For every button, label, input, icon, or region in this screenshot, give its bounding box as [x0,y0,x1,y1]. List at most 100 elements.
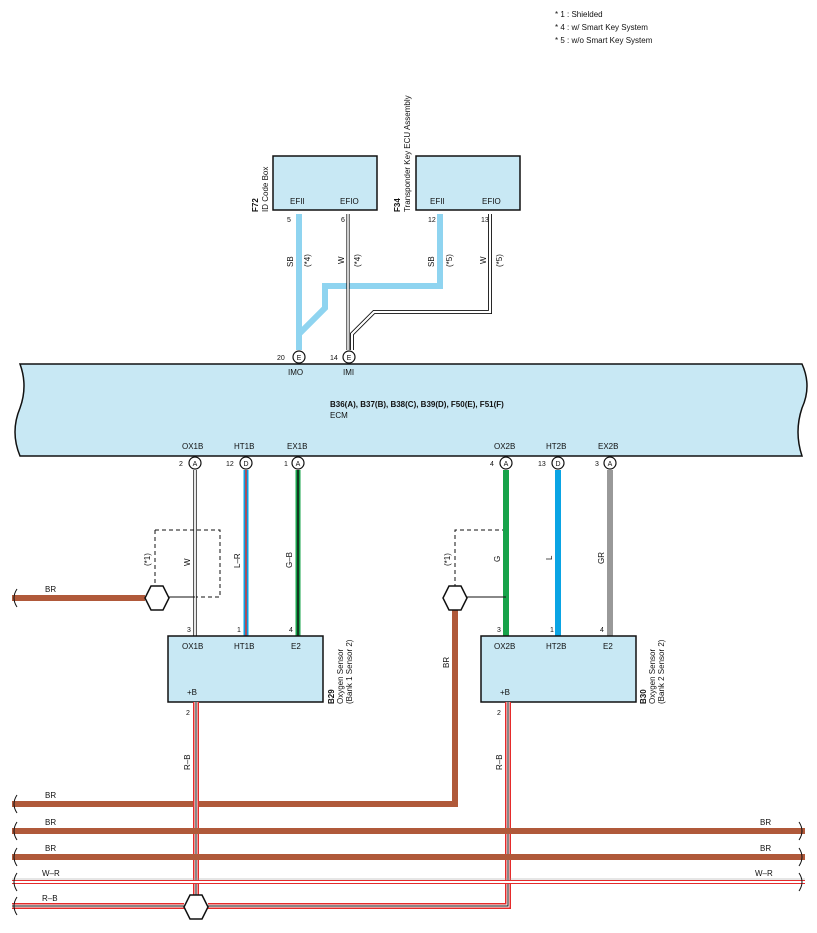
harness-line-2-right: BR [760,844,771,853]
wire-label-b29-gb: G–B [285,552,294,568]
b29-pin-b: +B [187,688,197,697]
wire-label-sb-f34: SB [427,256,436,267]
b29-pin-3: 3 [187,627,191,634]
splice-b29-ground [144,585,170,611]
b29-pin-2: 2 [186,710,190,717]
wire-label-b30-gr: GR [597,552,606,564]
ecm-pin-ht1b-conn: D [243,461,248,468]
b29-pin-e2: E2 [291,642,301,651]
wire-sb-f34 [296,214,443,350]
ecm-connectors: B36(A), B37(B), B38(C), B39(D), F50(E), … [330,400,504,409]
b30-pin-4: 4 [600,627,604,634]
wire-label-w-f72: W [337,256,346,264]
ecm-pin-imo-num: 20 [277,355,285,362]
ecm-pin-ox1b-name: OX1B [182,442,203,451]
wire-label-b30-g: G [493,556,502,562]
wire-note-sb-f72: (*4) [303,254,312,267]
b30-sub: (Bank 2 Sensor 2) [657,639,666,704]
b29-pin-ht1b: HT1B [234,642,254,651]
b30-wires: G L GR [493,470,613,636]
component-ecm: B36(A), B37(B), B38(C), B39(D), F50(E), … [14,350,808,457]
b29-pin-ox1b: OX1B [182,642,203,651]
harness-line-1-left: BR [45,818,56,827]
wire-label-sb-f72: SB [286,256,295,267]
f72-pin-efio-name: EFIO [340,197,359,206]
f72-code: F72 [251,198,260,212]
f72-pin-5: 5 [287,217,291,224]
wire-label-w-f34: W [479,256,488,264]
ecm-pin-ht1b-name: HT1B [234,442,254,451]
b29-pin-4: 4 [289,627,293,634]
ecm-pin-ex2b-num: 3 [595,461,599,468]
note-shielded: * 1 : Shielded [555,10,603,19]
ecm-pin-ox1b-num: 2 [179,461,183,468]
f34-pin-12: 12 [428,217,436,224]
harness: BR BR BR BR BR W–R W–R R–B [12,791,805,916]
notes-legend: * 1 : Shielded * 4 : w/ Smart Key System… [555,10,653,45]
b30-shield: (*1) [443,529,506,588]
b30-pin-2: 2 [497,710,501,717]
f34-name: Transponder Key ECU Assembly [403,95,412,212]
f72-pin-efii-name: EFII [290,197,305,206]
ecm-bottom-connectors-bank1: A 2 D 12 A 1 [179,456,305,470]
f72-name: ID Code Box [261,167,270,212]
wire-note-w-f72: (*4) [353,254,362,267]
ecm-pin-imo-name: IMO [288,368,303,377]
ecm-bottom-connectors-bank2: A 4 D 13 A 3 [490,456,617,470]
harness-line-1-right: BR [760,818,771,827]
ecm-pin-ht1b-num: 12 [226,461,234,468]
b29-wires: W L–R G–B [183,470,301,636]
b30-pin-e2: E2 [603,642,613,651]
b30-shield-note: (*1) [443,553,452,566]
b29-shield-note: (*1) [143,553,152,566]
note-no-smart-key: * 5 : w/o Smart Key System [555,36,653,45]
b30-pin-b: +B [500,688,510,697]
splice-rb-power [183,894,209,920]
ecm-pin-ex1b-conn: A [296,461,301,468]
b30-pin-ox2b: OX2B [494,642,515,651]
wire-label-b29-lr: L–R [233,553,242,568]
harness-line-3-left: W–R [42,869,60,878]
b30-pin-1: 1 [550,627,554,634]
f34-code: F34 [393,198,402,212]
component-b29: 3 1 4 OX1B HT1B E2 +B 2 B29 Oxygen Senso… [167,627,354,717]
ecm-pin-ex1b-name: EX1B [287,442,307,451]
wire-sb-f72 [296,214,302,343]
b29-code: B29 [327,689,336,704]
wire-label-b30-br: BR [442,657,451,668]
b29-pin-1: 1 [237,627,241,634]
wire-note-w-f34: (*5) [495,254,504,267]
wire-label-b29-rb: R–B [183,754,192,770]
ecm-pin-ox2b-conn: A [504,461,509,468]
ecm-pin-ht2b-name: HT2B [546,442,566,451]
wire-label-b30-l: L [545,555,554,560]
ecm-name: ECM [330,411,348,420]
component-b30: 3 1 4 OX2B HT2B E2 +B 2 B30 Oxygen Senso… [480,627,666,717]
harness-line-2-left: BR [45,844,56,853]
f34-pin-efio-name: EFIO [482,197,501,206]
ecm-pin-imo-connector [292,350,306,364]
b29-name: Oxygen Sensor [336,649,345,704]
ecm-pin-imi-connector [342,350,356,364]
ecm-pin-ht2b-conn: D [555,461,560,468]
harness-line-0-left: BR [45,791,56,800]
wire-w-f34 [350,214,492,350]
f72-pin-6: 6 [341,217,345,224]
ecm-pin-ex2b-name: EX2B [598,442,618,451]
rb-power-wires: R–B R–B [183,702,511,909]
upper-wires: SB (*4) W (*4) SB (*5) W (*5) [286,214,504,350]
ecm-pin-ex2b-conn: A [608,461,613,468]
harness-line-3-right: W–R [755,869,773,878]
f34-pin-13: 13 [481,217,489,224]
ecm-pin-imi-conn: E [347,355,352,362]
b30-pin-ht2b: HT2B [546,642,566,651]
splice-b30-ground [442,585,468,611]
f34-pin-efii-name: EFII [430,197,445,206]
wire-label-b29-w: W [183,558,192,566]
ecm-pin-ox2b-name: OX2B [494,442,515,451]
ecm-pin-ex1b-num: 1 [284,461,288,468]
harness-line-4-left: R–B [42,894,58,903]
wire-label-br-left: BR [45,585,56,594]
ecm-pin-ht2b-num: 13 [538,461,546,468]
